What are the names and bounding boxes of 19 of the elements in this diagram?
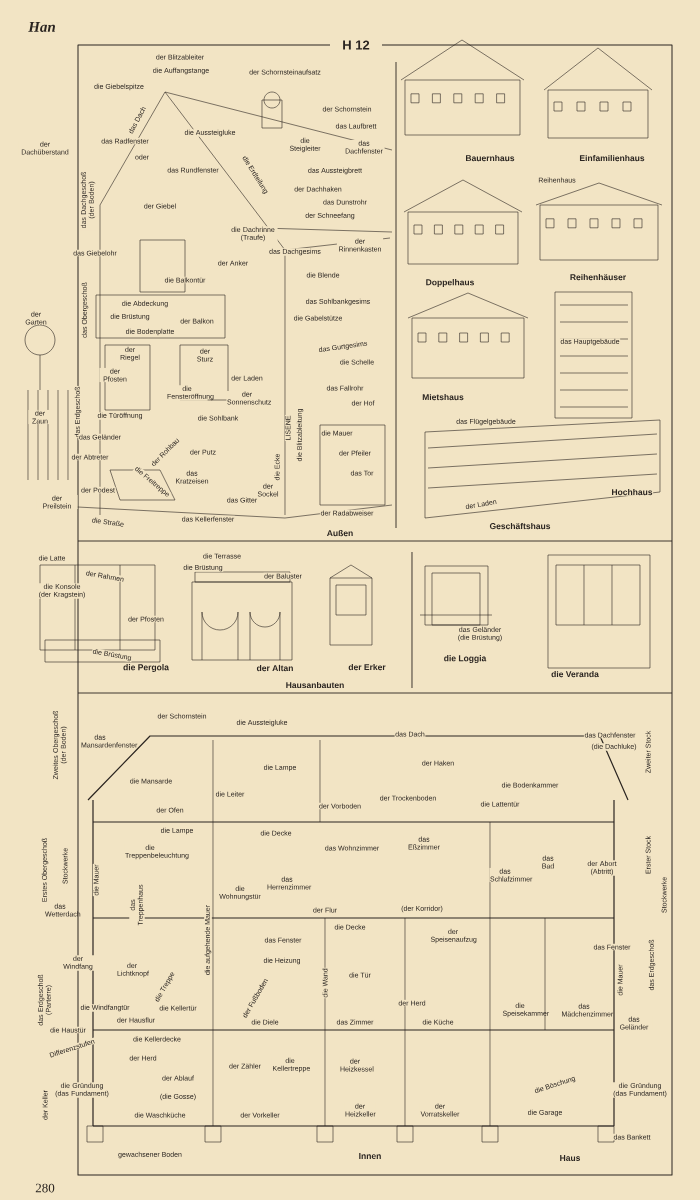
section-heading: Haus [559, 1154, 581, 1162]
section-heading: der Erker [347, 663, 387, 671]
section-heading: Hochhaus [610, 488, 654, 496]
section-heading: Bauernhaus [464, 154, 516, 162]
section-heading: die Loggia [443, 654, 487, 664]
section-heading: der Altan [256, 664, 294, 672]
page-heading: H 12 [339, 37, 373, 53]
section-heading: Mietshaus [421, 393, 465, 401]
section-heading: Doppelhaus [425, 278, 475, 288]
section-heading: Geschäftshaus [488, 522, 552, 530]
section-heading: Einfamilienhaus [578, 154, 646, 162]
section-heading: Hausanbauten [285, 681, 345, 689]
section-heading: die Veranda [550, 670, 600, 678]
section-heading: Reihenhäuser [569, 273, 627, 281]
section-heading: die Pergola [122, 663, 170, 673]
section-heading: Außen [326, 529, 354, 537]
section-heading: Innen [358, 1152, 382, 1160]
running-head: Han [27, 21, 57, 33]
page-number: 280 [34, 1183, 56, 1193]
